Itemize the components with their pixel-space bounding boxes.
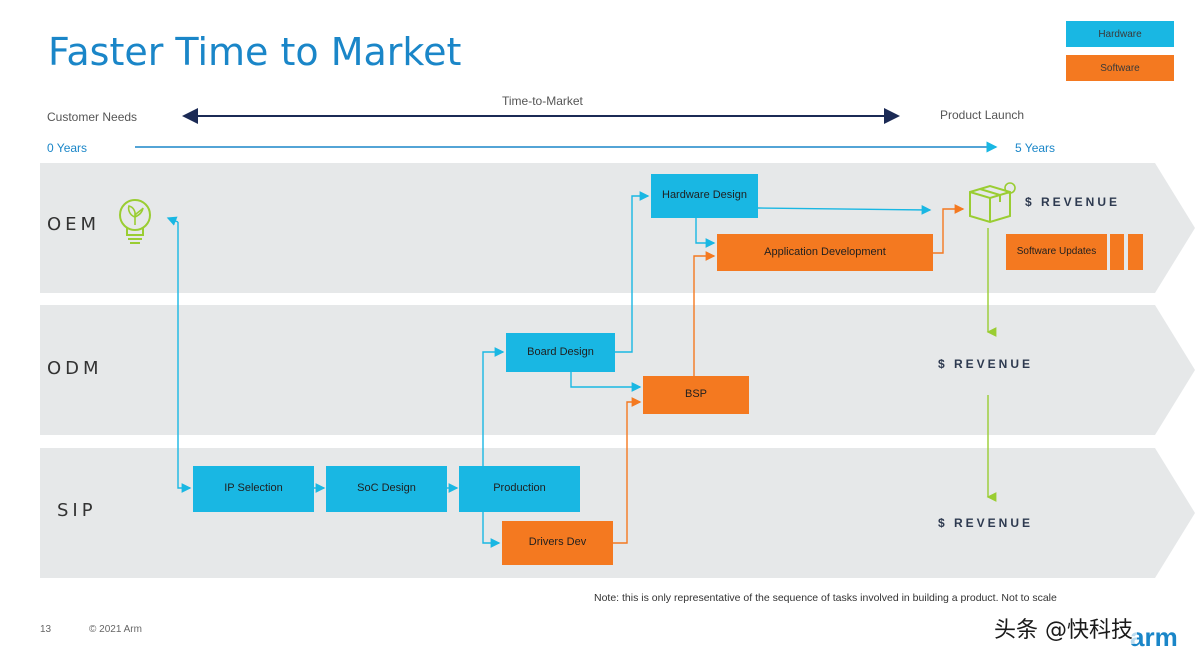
page-title: Faster Time to Market bbox=[48, 30, 462, 74]
revenue-odm: $ REVENUE bbox=[938, 357, 1034, 371]
ip-selection-label: IP Selection bbox=[224, 482, 283, 495]
time-to-market-label: Time-to-Market bbox=[502, 94, 583, 108]
years-start-label: 0 Years bbox=[47, 141, 88, 155]
drivers-dev-box: Drivers Dev bbox=[502, 521, 613, 565]
product-box-icon bbox=[969, 182, 1016, 224]
board-design-label: Board Design bbox=[527, 345, 594, 358]
page-number: 13 bbox=[40, 624, 52, 635]
production-label: Production bbox=[493, 482, 546, 495]
legend-software: Software bbox=[1066, 55, 1174, 81]
soc-design-label: SoC Design bbox=[357, 482, 416, 495]
lane-label-oem: OEM bbox=[47, 214, 101, 235]
hardware-design-label: Hardware Design bbox=[662, 189, 747, 202]
legend-hardware: Hardware bbox=[1066, 21, 1174, 47]
lightbulb-icon bbox=[119, 199, 151, 244]
revenue-oem: $ REVENUE bbox=[1025, 195, 1121, 209]
software-updates-segment bbox=[1128, 234, 1143, 270]
revenue-sip: $ REVENUE bbox=[938, 516, 1034, 530]
copyright: © 2021 Arm bbox=[89, 624, 142, 635]
board-design-box: Board Design bbox=[506, 333, 615, 372]
lane-label-sip: SIP bbox=[57, 500, 97, 521]
application-development-box: Application Development bbox=[717, 234, 933, 271]
bsp-box: BSP bbox=[643, 376, 749, 414]
hardware-design-box: Hardware Design bbox=[651, 174, 758, 218]
arm-logo: arm bbox=[1130, 622, 1178, 652]
years-end-label: 5 Years bbox=[1015, 141, 1056, 155]
customer-needs-label: Customer Needs bbox=[47, 110, 138, 124]
ip-selection-box: IP Selection bbox=[193, 466, 314, 512]
lane-oem bbox=[40, 163, 1195, 293]
lane-label-odm: ODM bbox=[47, 358, 103, 379]
software-updates-segment bbox=[1110, 234, 1124, 270]
product-launch-label: Product Launch bbox=[940, 108, 1025, 122]
watermark: 头条 @快科技 bbox=[990, 612, 1137, 644]
application-development-label: Application Development bbox=[764, 245, 886, 258]
software-updates-label: Software Updates bbox=[1016, 246, 1097, 257]
soc-design-box: SoC Design bbox=[326, 466, 447, 512]
lane-odm bbox=[40, 305, 1195, 435]
drivers-dev-label: Drivers Dev bbox=[528, 536, 587, 549]
legend-software-label: Software bbox=[1100, 62, 1140, 74]
production-box: Production bbox=[459, 466, 580, 512]
legend-hardware-label: Hardware bbox=[1098, 28, 1142, 40]
software-updates-box: Software Updates bbox=[1006, 234, 1107, 270]
bsp-label: BSP bbox=[684, 388, 707, 401]
footnote: Note: this is only representative of the… bbox=[594, 592, 1057, 604]
